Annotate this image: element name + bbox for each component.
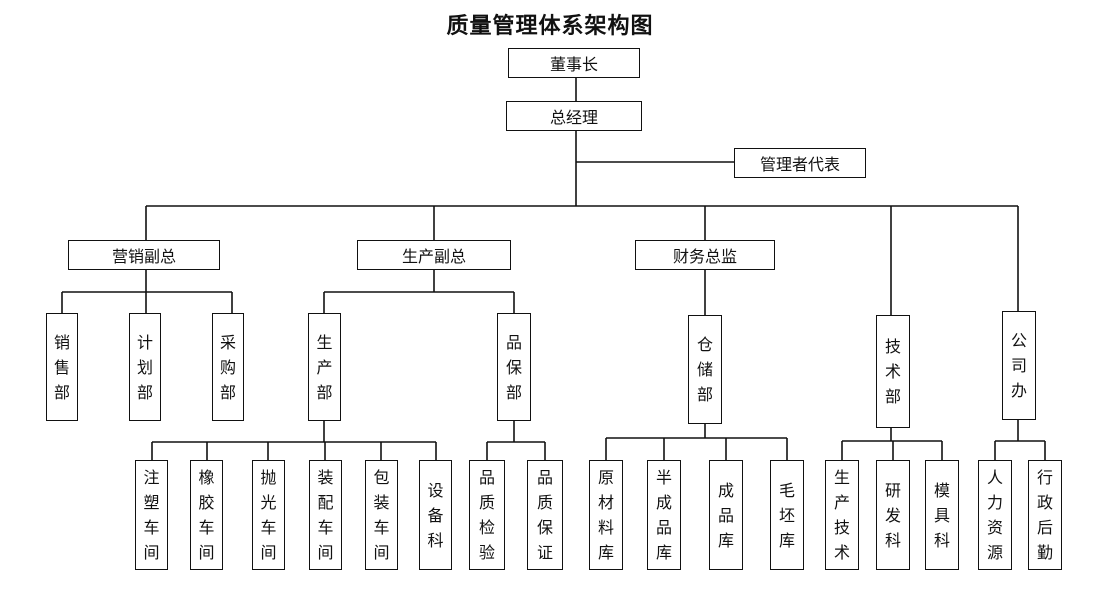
production-tech-box: 生产技术: [825, 460, 859, 570]
quality-inspection-box: 品质检验: [469, 460, 505, 570]
human-resources-box: 人力资源: [978, 460, 1012, 570]
vp-sales-box: 营销副总: [68, 240, 220, 270]
polishing-workshop-box: 抛光车间: [252, 460, 285, 570]
packing-workshop-box: 包装车间: [365, 460, 398, 570]
tech-dept-box: 技术部: [876, 315, 910, 428]
equipment-section-box: 设备科: [419, 460, 452, 570]
raw-material-store-box: 原材料库: [589, 460, 623, 570]
semi-finished-store-box: 半成品库: [647, 460, 681, 570]
chairman-box: 董事长: [508, 48, 640, 78]
production-dept-box: 生产部: [308, 313, 341, 421]
qa-dept-box: 品保部: [497, 313, 531, 421]
planning-dept-box: 计划部: [129, 313, 161, 421]
chart-title: 质量管理体系架构图: [446, 14, 654, 39]
finished-goods-store-box: 成品库: [709, 460, 743, 570]
assembly-workshop-box: 装配车间: [309, 460, 342, 570]
office-dept-box: 公司办: [1002, 311, 1036, 420]
blank-store-box: 毛坯库: [770, 460, 804, 570]
mold-section-box: 模具科: [925, 460, 959, 570]
general-manager-box: 总经理: [506, 101, 642, 131]
admin-logistics-box: 行政后勤: [1028, 460, 1062, 570]
quality-assurance-box: 品质保证: [527, 460, 563, 570]
purchasing-dept-box: 采购部: [212, 313, 244, 421]
injection-workshop-box: 注塑车间: [135, 460, 168, 570]
rnd-section-box: 研发科: [876, 460, 910, 570]
rubber-workshop-box: 橡胶车间: [190, 460, 223, 570]
vp-production-box: 生产副总: [357, 240, 511, 270]
warehouse-dept-box: 仓储部: [688, 315, 722, 424]
sales-dept-box: 销售部: [46, 313, 78, 421]
management-rep-box: 管理者代表: [734, 148, 866, 178]
finance-director-box: 财务总监: [635, 240, 775, 270]
